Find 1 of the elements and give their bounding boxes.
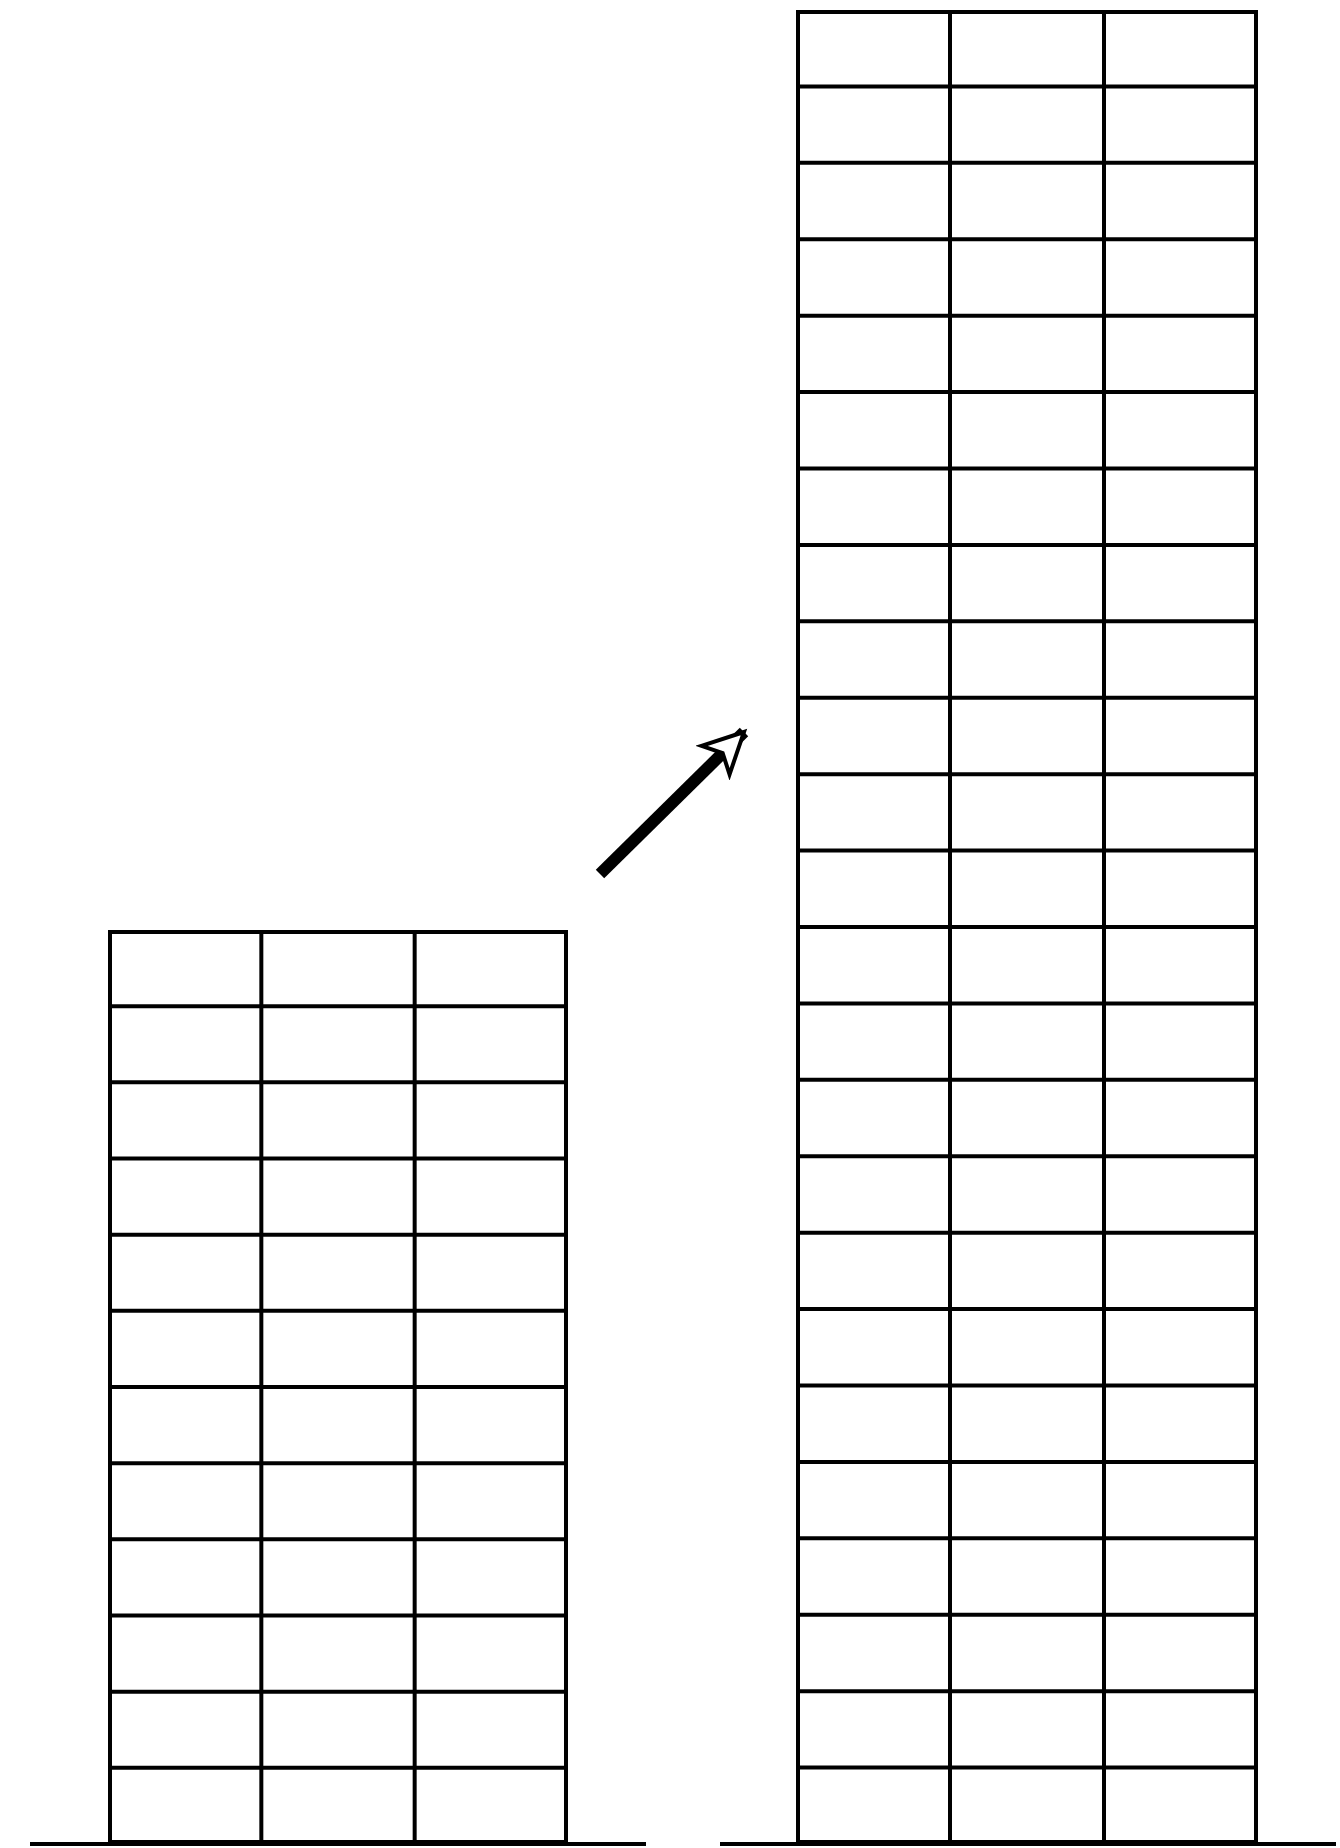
arrow bbox=[595, 727, 749, 879]
